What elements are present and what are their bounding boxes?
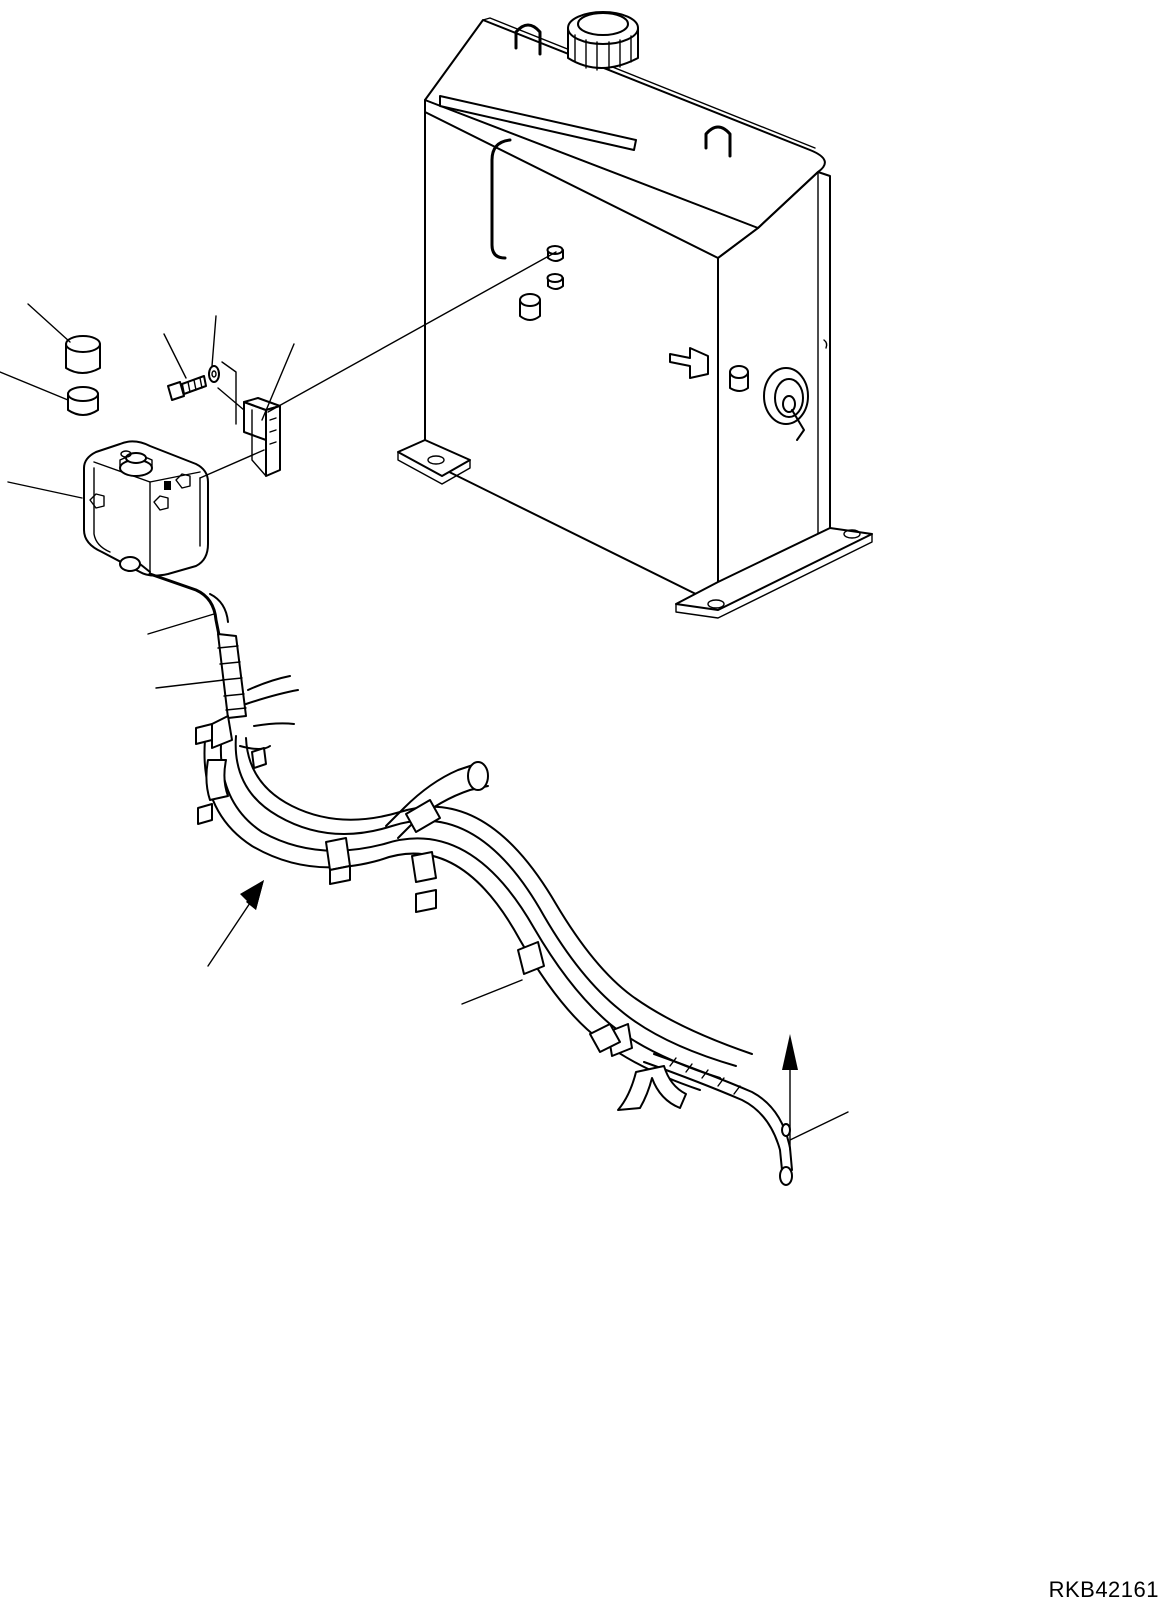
cap-part xyxy=(66,336,100,373)
assembly-lines xyxy=(200,252,556,478)
reserve-tank xyxy=(84,441,208,575)
hose-clamp xyxy=(326,838,350,884)
leader-lines xyxy=(0,304,848,1140)
breather-strip xyxy=(440,96,636,150)
mounting-studs xyxy=(520,246,563,320)
leader-line xyxy=(212,316,216,366)
hose-clamp xyxy=(518,942,544,974)
reserve-tank-body xyxy=(84,441,208,575)
lifting-eye-icon xyxy=(516,25,540,54)
cap-part xyxy=(68,387,98,415)
hose-clamp xyxy=(198,804,212,824)
hose-clamp xyxy=(412,852,436,912)
hose-sleeve xyxy=(206,760,228,800)
figure-code: RKB42161 xyxy=(1048,1577,1159,1602)
side-bracket xyxy=(670,348,708,378)
hose-routing xyxy=(150,574,792,1185)
tank xyxy=(398,12,872,618)
leader-line xyxy=(28,304,70,342)
leader-line xyxy=(262,344,294,420)
view-arrow-icon xyxy=(208,880,264,966)
leader-line xyxy=(790,1112,848,1140)
leader-line xyxy=(148,614,214,634)
cable-branch xyxy=(618,1066,686,1110)
lifting-eye-icon xyxy=(706,127,730,156)
leader-line xyxy=(156,680,224,688)
leader-line xyxy=(164,334,186,378)
leader-line xyxy=(8,482,82,498)
leader-line xyxy=(462,980,522,1004)
tank-front-face xyxy=(425,112,718,605)
hose-clamp xyxy=(196,716,232,748)
breather-hose xyxy=(492,140,510,258)
hose-sleeve xyxy=(590,1024,620,1052)
filler-cap-icon xyxy=(568,12,638,70)
leader-line xyxy=(0,372,68,400)
mounting-foot xyxy=(398,440,470,476)
connector-icon xyxy=(780,1167,792,1185)
view-arrow-icon xyxy=(782,1034,798,1150)
mounting-foot xyxy=(676,528,872,610)
tank-front-slope xyxy=(425,100,758,258)
washer-icon xyxy=(209,366,219,382)
spiral-wrap xyxy=(218,634,246,718)
side-boss xyxy=(730,366,748,391)
level-gauge-icon xyxy=(764,340,827,440)
hose-clamp xyxy=(252,748,266,768)
reserve-tank-bracket xyxy=(244,398,280,476)
bolt-icon xyxy=(168,376,206,400)
